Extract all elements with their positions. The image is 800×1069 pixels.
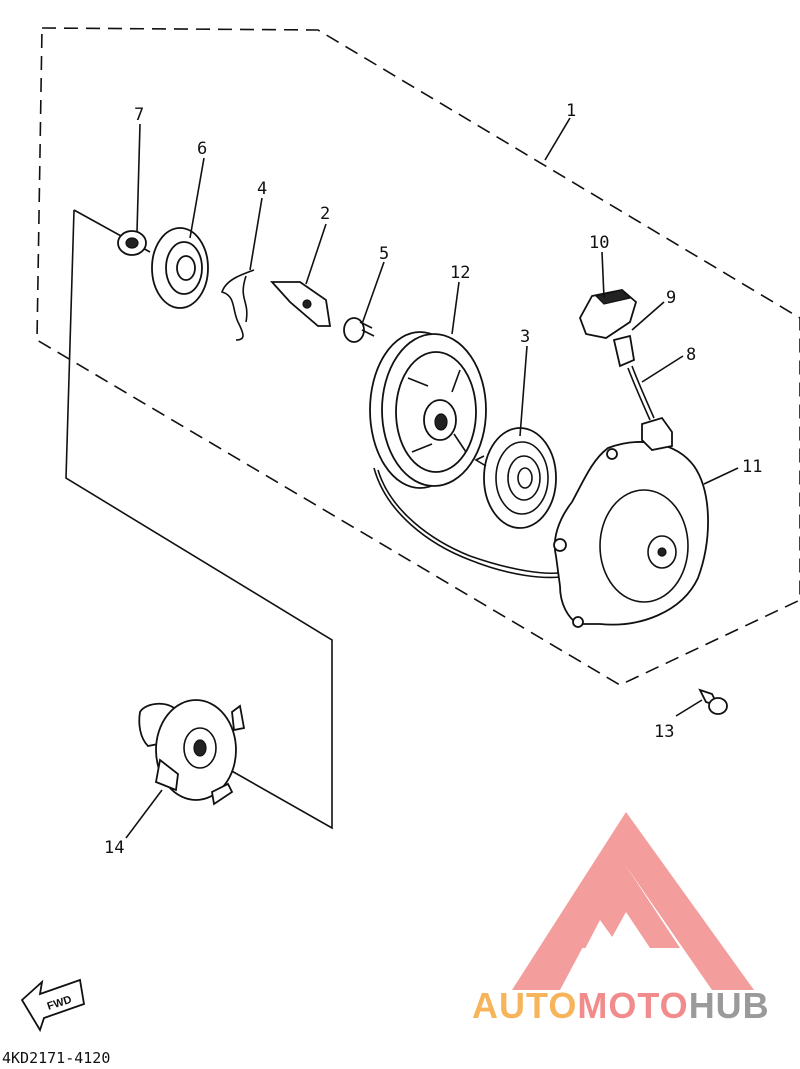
drawing-code: 4KD2171-4120 — [2, 1049, 110, 1067]
callout-1: 1 — [566, 101, 576, 121]
pawl-hole — [302, 299, 312, 309]
pulley-part-12 — [369, 331, 487, 489]
callout-11: 11 — [742, 457, 762, 477]
reference-frame-14-left — [65, 209, 333, 830]
bolt-part-13 — [698, 688, 728, 715]
pawl-part-2 — [269, 281, 332, 327]
nut-part-7 — [117, 230, 147, 256]
callout-9: 9 — [666, 288, 676, 308]
starter-cup-part-14 — [138, 699, 246, 806]
fwd-arrow-icon: FWD — [20, 978, 86, 1033]
callout-12: 12 — [450, 263, 470, 283]
automotohub-logo-icon — [512, 812, 754, 990]
callout-4: 4 — [257, 179, 267, 199]
spring-part-4 — [220, 269, 255, 341]
handle-boot-part-9 — [612, 334, 636, 368]
rope-end-part-8 — [627, 365, 655, 421]
starter-rope — [377, 469, 567, 575]
plate-part-6 — [151, 227, 209, 309]
callout-3: 3 — [520, 327, 530, 347]
watermark-auto: AUTO — [472, 985, 577, 1026]
leader-lines — [125, 117, 739, 839]
watermark-hub: HUB — [689, 985, 770, 1026]
watermark-text: AUTOMOTOHUB — [472, 985, 770, 1026]
recoil-spring-part-3 — [474, 427, 557, 529]
handle-part-10 — [579, 289, 638, 339]
spring-part-5 — [343, 317, 375, 343]
callout-7: 7 — [134, 105, 144, 125]
callout-6: 6 — [197, 139, 207, 159]
assembly-boundary-1 — [36, 27, 800, 686]
callout-13: 13 — [654, 722, 674, 742]
callout-5: 5 — [379, 244, 389, 264]
callout-2: 2 — [320, 204, 330, 224]
starter-case-part-11 — [553, 416, 709, 628]
callout-8: 8 — [686, 345, 696, 365]
watermark-moto: MOTO — [577, 985, 688, 1026]
callout-10: 10 — [589, 233, 609, 253]
callout-14: 14 — [104, 838, 124, 858]
